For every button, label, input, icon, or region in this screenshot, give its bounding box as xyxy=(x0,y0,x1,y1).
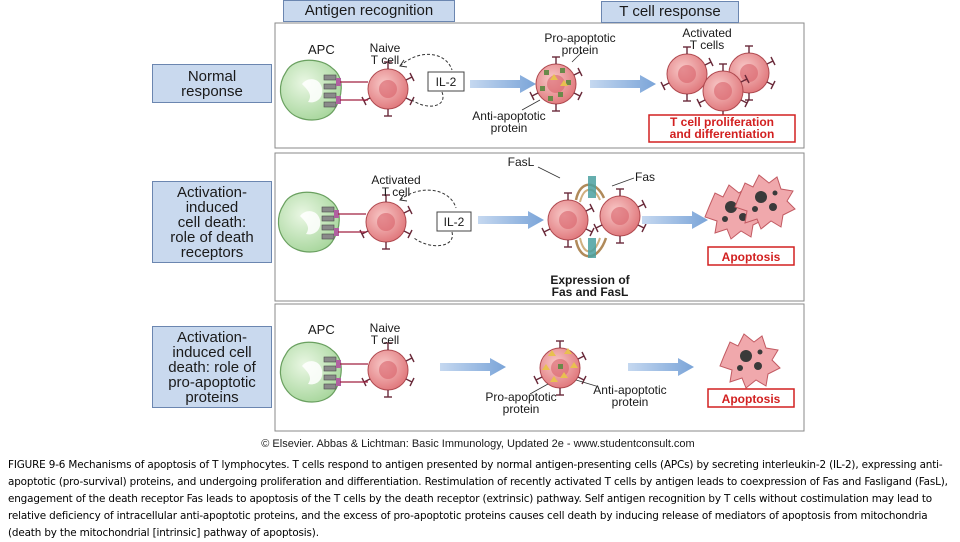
row2-fas-fasl-cells xyxy=(541,176,647,258)
figure-caption: FIGURE 9-6 Mechanisms of apoptosis of T … xyxy=(8,459,948,539)
header-tcell-response: T cell response xyxy=(601,1,739,23)
row3-result-label: Apoptosis xyxy=(722,392,781,406)
row1-il2-label: IL-2 xyxy=(436,75,457,89)
panel-pro-apoptotic xyxy=(274,303,805,432)
row1-il2-arrow xyxy=(399,53,453,71)
row2-apc xyxy=(277,191,340,253)
row1-cell-proteins xyxy=(529,56,583,112)
row3-apc-label: APC xyxy=(308,322,335,337)
apoptosis-diagram: IL-2 IL-2 xyxy=(152,0,805,450)
row1-result-box xyxy=(648,114,796,143)
row1-apc-label: APC xyxy=(308,42,335,57)
row1-il2-box xyxy=(427,71,465,92)
row2-il2-label: IL-2 xyxy=(444,215,465,229)
copyright-line: © Elsevier. Abbas & Lichtman: Basic Immu… xyxy=(261,438,694,450)
row1-apc xyxy=(279,59,342,121)
row2-result-box xyxy=(707,246,795,266)
row2-result-label: Apoptosis xyxy=(722,250,781,264)
row3-apc xyxy=(279,341,342,403)
row3-cell-proteins xyxy=(533,340,587,396)
diagram-canvas: IL-2 IL-2 xyxy=(261,22,805,450)
row2-il2-box xyxy=(436,211,472,232)
row2-fasl-label: FasL xyxy=(508,155,535,169)
row3-result-box xyxy=(707,388,795,408)
header-antigen-recognition: Antigen recognition xyxy=(283,0,455,22)
row2-fas-label: Fas xyxy=(635,170,655,184)
